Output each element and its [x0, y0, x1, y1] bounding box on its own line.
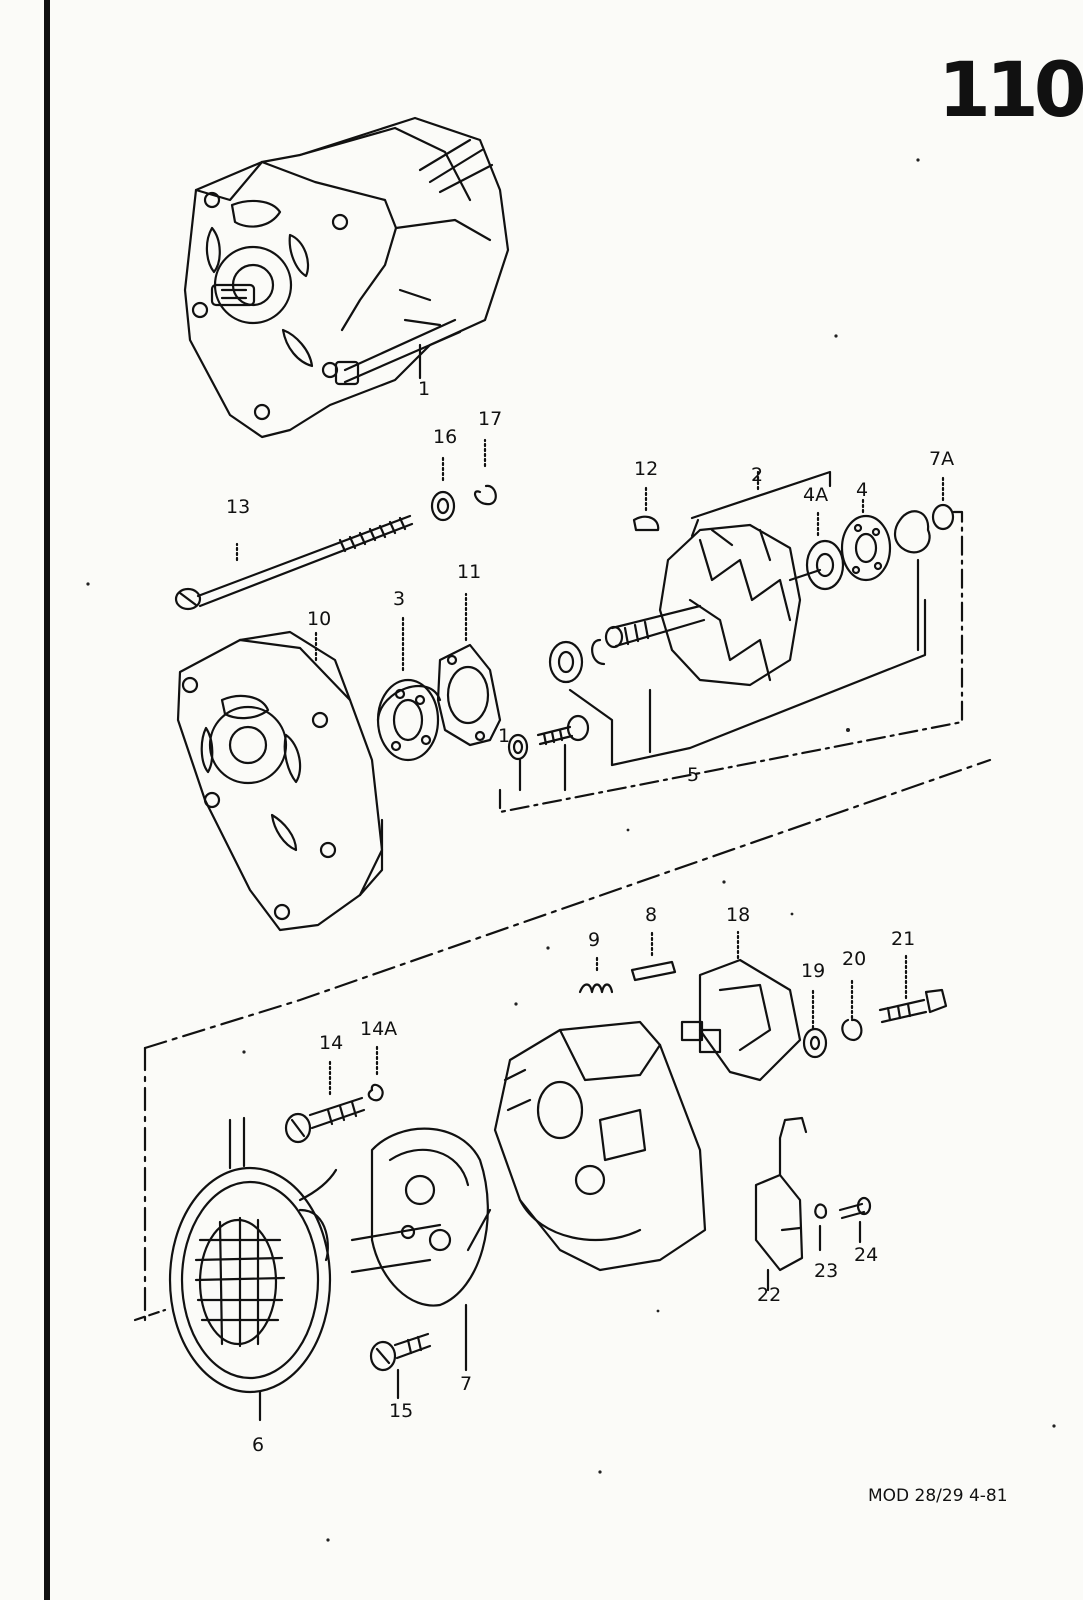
bearing-retainer-plate	[436, 592, 502, 747]
callout-15: 15	[389, 1400, 414, 1422]
callout-7a: 7A	[929, 448, 955, 470]
carbon-brush	[630, 930, 677, 982]
o-ring-7a	[931, 474, 955, 531]
lock-washer-17	[473, 438, 497, 506]
callout-3: 3	[393, 588, 406, 610]
page-number: 110	[938, 45, 1083, 134]
callout-11: 11	[457, 561, 482, 583]
spring-clip-14a	[367, 1042, 384, 1102]
bearing-spacer-4a	[805, 510, 845, 591]
callout-14a: 14A	[360, 1018, 398, 1040]
screw-24	[838, 1196, 872, 1244]
scan-specks	[86, 158, 1056, 1542]
callout-6: 6	[252, 1434, 265, 1456]
hex-bolt-21	[878, 954, 948, 1024]
washer-19	[802, 988, 828, 1059]
kit-bracket-5	[498, 510, 964, 814]
spacer-ring	[548, 640, 614, 767]
callout-9: 9	[588, 929, 601, 951]
callout-12: 12	[634, 458, 659, 480]
front-bearing	[376, 614, 442, 762]
alternator-assembly	[183, 116, 510, 439]
brush-spring	[578, 953, 614, 994]
washer-16	[430, 454, 456, 522]
callout-24: 24	[854, 1244, 879, 1266]
callout-17: 17	[478, 408, 503, 430]
callout-4a: 4A	[803, 484, 829, 506]
callout-16: 16	[433, 426, 458, 448]
callout-1: 1	[418, 378, 431, 400]
callout-23: 23	[814, 1260, 839, 1282]
callout-22: 22	[757, 1284, 782, 1306]
slip-ring-end-housing	[493, 1020, 707, 1272]
callout-7: 7	[460, 1373, 473, 1395]
carrier-screw	[369, 1332, 432, 1400]
callout-14: 14	[319, 1032, 344, 1054]
callout-5: 5	[687, 764, 700, 786]
lock-washer-20	[841, 976, 863, 1042]
rotor	[604, 470, 832, 687]
callout-21: 21	[891, 928, 916, 950]
binding-edge	[44, 0, 50, 1600]
voltage-regulator	[754, 1116, 808, 1292]
callout-4: 4	[856, 479, 869, 501]
callout-18: 18	[726, 904, 751, 926]
stator	[168, 1116, 338, 1422]
assembly-centerline	[133, 758, 992, 1322]
rear-bearing	[840, 498, 892, 582]
through-bolt	[174, 514, 414, 611]
callout-13: 13	[226, 496, 251, 518]
callout-10: 10	[307, 608, 332, 630]
callout-1-small-screw: 1	[498, 725, 511, 747]
callout-2: 2	[751, 464, 764, 486]
retainer-screw	[507, 714, 590, 792]
seal-ring	[893, 510, 931, 652]
drive-end-housing	[176, 628, 384, 932]
circlip	[591, 638, 606, 666]
stator-bolt	[284, 1058, 366, 1144]
washer-23	[814, 1203, 828, 1252]
diode-carrier	[350, 1127, 492, 1372]
callout-8: 8	[645, 904, 658, 926]
woodruff-key	[632, 486, 660, 532]
footer-model-date: MOD 28/29 4-81	[868, 1486, 1008, 1506]
brush-holder	[680, 930, 802, 1082]
callout-19: 19	[801, 960, 826, 982]
callout-20: 20	[842, 948, 867, 970]
